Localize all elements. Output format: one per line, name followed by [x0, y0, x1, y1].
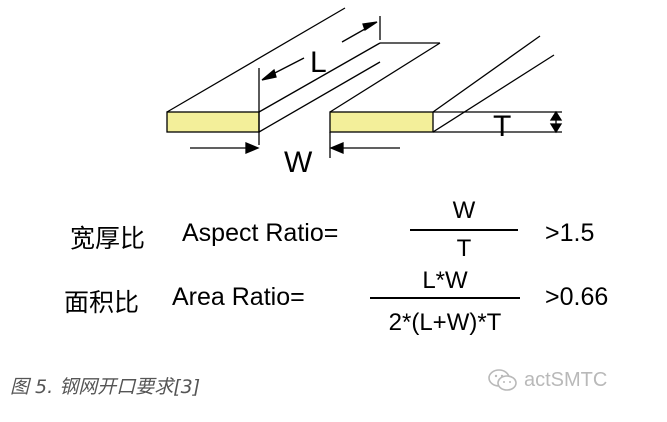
- aspect-ratio-formula: 宽厚比 Aspect Ratio= W T >1.5: [0, 195, 667, 265]
- aspect-ratio-fraction-bar: [410, 229, 518, 231]
- width-arrow-right: [329, 142, 344, 154]
- length-arrow-back: [362, 21, 378, 32]
- wechat-icon: [488, 369, 517, 391]
- left-slab-back-edge: [166, 7, 346, 113]
- figure-caption: 图 5. 钢网开口要求[3]: [10, 376, 201, 398]
- area-ratio-chinese-label: 面积比: [64, 288, 140, 317]
- area-ratio-formula: 面积比 Area Ratio= L*W 2*(L+W)*T >0.66: [0, 265, 667, 336]
- length-arrow-front: [261, 68, 277, 81]
- thickness-arrow-top: [549, 110, 563, 121]
- area-ratio-condition: >0.66: [545, 283, 609, 311]
- aspect-ratio-chinese-label: 宽厚比: [70, 224, 146, 253]
- right-slab-far-bottom-edge: [432, 54, 555, 133]
- aspect-ratio-denominator: T: [456, 235, 472, 262]
- right-slab-far-edge: [432, 35, 541, 113]
- area-ratio-english-label: Area Ratio=: [172, 283, 305, 311]
- aspect-ratio-numerator: W: [452, 197, 476, 224]
- aspect-ratio-english-label: Aspect Ratio=: [182, 219, 339, 247]
- aspect-ratio-condition: >1.5: [545, 219, 595, 247]
- right-slab-inner-edge: [329, 42, 441, 113]
- thickness-label: T: [493, 110, 511, 143]
- area-ratio-fraction-bar: [370, 297, 520, 299]
- left-slab-front-face: [166, 111, 260, 133]
- left-slab-bottom-edge: [258, 61, 381, 133]
- area-ratio-denominator: 2*(L+W)*T: [388, 309, 502, 336]
- thickness-arrow-bottom: [549, 123, 563, 134]
- area-ratio-numerator: L*W: [422, 267, 468, 294]
- width-arrow-left: [245, 142, 260, 154]
- right-slab-front-face: [329, 111, 434, 133]
- watermark: actSMTC: [488, 368, 607, 392]
- width-label: W: [284, 146, 313, 179]
- left-slab-inner-edge: [258, 42, 381, 113]
- stencil-aperture-diagram: L W T: [166, 7, 563, 179]
- length-label: L: [310, 46, 327, 79]
- watermark-text: actSMTC: [524, 368, 608, 391]
